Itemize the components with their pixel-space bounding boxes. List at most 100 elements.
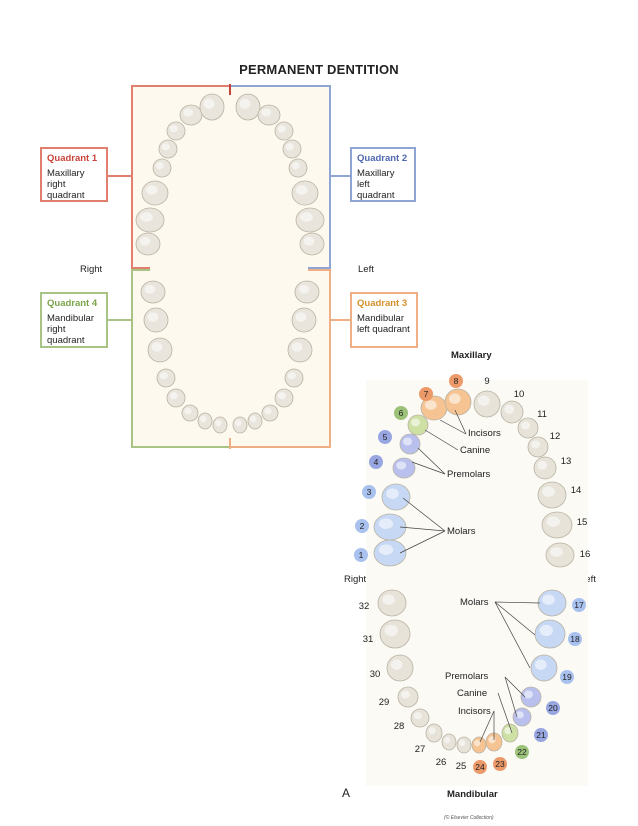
chart-lower-tooth-highlight <box>390 659 403 670</box>
lower-tooth-shape-highlight <box>184 407 192 415</box>
upper-tooth-shape-highlight <box>277 125 286 133</box>
tooth-number-19: 19 <box>560 670 574 684</box>
upper-tooth-shape-highlight <box>261 108 272 117</box>
tooth-number-30: 30 <box>369 669 381 680</box>
quadrant-3-line2: left quadrant <box>357 324 410 335</box>
lower-incisors-label: Incisors <box>458 706 491 717</box>
quadrant-4-line2: right quadrant <box>47 324 85 346</box>
tooth-number-6: 6 <box>394 406 408 420</box>
upper-tooth-shape-highlight <box>145 185 158 195</box>
quadrant-1-box: Quadrant 1 Maxillary right quadrant <box>40 147 108 202</box>
chart-right-label: Right <box>344 574 367 585</box>
panel-letter: A <box>342 786 351 800</box>
chart-upper-tooth-highlight <box>411 418 420 427</box>
quadrant-3-title: Quadrant 3 <box>357 298 408 309</box>
leader-line <box>399 530 446 554</box>
tooth-number-2: 2 <box>355 519 369 533</box>
tooth-number-13: 13 <box>560 456 572 467</box>
tooth-number-20: 20 <box>546 701 560 715</box>
leader-line <box>454 409 467 435</box>
chart-lower-tooth-highlight <box>444 736 451 744</box>
lower-tooth-shape-highlight <box>235 419 242 427</box>
leader-line <box>417 447 446 475</box>
upper-tooth-shape-highlight <box>161 143 170 151</box>
upper-canine-label: Canine <box>460 445 491 456</box>
leader-line <box>479 710 495 743</box>
upper-tooth-shape-highlight <box>139 236 151 246</box>
tooth-number-12: 12 <box>549 431 561 442</box>
chart-lower-tooth-highlight <box>534 659 547 670</box>
chart-lower-tooth-highlight <box>401 690 410 699</box>
leader-line <box>504 676 526 698</box>
page-title: PERMANENT DENTITION <box>239 62 399 77</box>
upper-incisors-label: Incisors <box>468 428 501 439</box>
tooth-number-28: 28 <box>393 721 405 732</box>
chart-upper-tooth-highlight <box>537 460 548 470</box>
upper-premolars-label: Premolars <box>447 469 491 480</box>
chart-lower-tooth-highlight <box>459 739 466 747</box>
quadrant-4-line1: Mandibular <box>47 313 94 324</box>
lower-tooth-shape-highlight <box>287 372 296 380</box>
chart-upper-tooth-highlight <box>477 395 490 406</box>
lower-molars-label: Molars <box>460 597 489 608</box>
upper-tooth-shape-highlight <box>303 236 315 246</box>
lower-tooth-shape-highlight <box>250 415 257 423</box>
chart-lower-tooth-highlight <box>474 739 481 747</box>
chart-lower-tooth-highlight <box>542 594 555 605</box>
tooth-number-14: 14 <box>570 485 582 496</box>
tooth-number-31: 31 <box>362 634 374 645</box>
leader-line <box>497 692 513 734</box>
chart-lower-tooth-highlight <box>428 727 436 735</box>
tooth-number-22: 22 <box>515 745 529 759</box>
upper-tooth-shape-highlight <box>285 143 294 151</box>
leader-line <box>494 601 536 636</box>
lower-tooth-shape-highlight <box>151 342 163 352</box>
tooth-number-26: 26 <box>435 757 447 768</box>
chart-upper-tooth-highlight <box>386 488 399 499</box>
tooth-number-16: 16 <box>579 549 591 560</box>
tooth-number-32: 32 <box>358 601 370 612</box>
chart-lower-tooth-highlight <box>524 690 533 699</box>
mandibular-caption: Mandibular <box>447 789 498 800</box>
upper-tooth-shape-highlight <box>203 98 215 109</box>
left-side-label: Left <box>358 264 374 275</box>
tooth-number-11: 11 <box>537 409 547 420</box>
upper-tooth-shape-highlight <box>155 162 164 170</box>
upper-tooth-shape-highlight <box>140 212 153 222</box>
copyright: (© Elsevier Collection) <box>444 815 494 821</box>
chart-lower-tooth-highlight <box>382 594 395 605</box>
lower-canine-label: Canine <box>457 688 488 699</box>
tooth-number-3: 3 <box>362 485 376 499</box>
upper-arch-teeth <box>135 93 325 256</box>
tooth-number-21: 21 <box>534 728 548 742</box>
quadrant-1-line1: Maxillary <box>47 168 85 179</box>
chart-upper-tooth-highlight <box>531 440 540 449</box>
tooth-number-27: 27 <box>414 744 426 755</box>
chart-upper-tooth-highlight <box>396 461 407 470</box>
lower-premolars-label: Premolars <box>445 671 489 682</box>
tooth-number-24: 24 <box>473 760 487 774</box>
tooth-number-1: 1 <box>354 548 368 562</box>
lower-tooth-shape-highlight <box>264 407 272 415</box>
quadrant-4-title: Quadrant 4 <box>47 298 98 309</box>
quadrant-1-title: Quadrant 1 <box>47 153 98 164</box>
leader-line <box>402 497 446 532</box>
tooth-number-7: 7 <box>419 387 433 401</box>
quadrant-2-line2: left quadrant <box>357 179 395 201</box>
chart-lower-tooth-highlight <box>539 624 553 637</box>
lower-tooth-shape-highlight <box>159 372 168 380</box>
chart-lower-tooth-highlight <box>488 736 496 744</box>
tooth-number-17: 17 <box>572 598 586 612</box>
lower-arch-teeth <box>140 280 320 434</box>
quadrant-2-box: Quadrant 2 Maxillary left quadrant <box>350 147 416 202</box>
right-side-label: Right <box>80 264 103 275</box>
chart-upper-tooth-highlight <box>448 393 461 404</box>
tooth-number-23: 23 <box>493 757 507 771</box>
upper-tooth-shape-highlight <box>183 108 194 117</box>
chart-lower-tooth-highlight <box>515 711 524 719</box>
chart-lower-tooth-highlight <box>504 727 512 735</box>
leader-line <box>494 601 541 604</box>
quadrant-2-title: Quadrant 2 <box>357 153 408 164</box>
